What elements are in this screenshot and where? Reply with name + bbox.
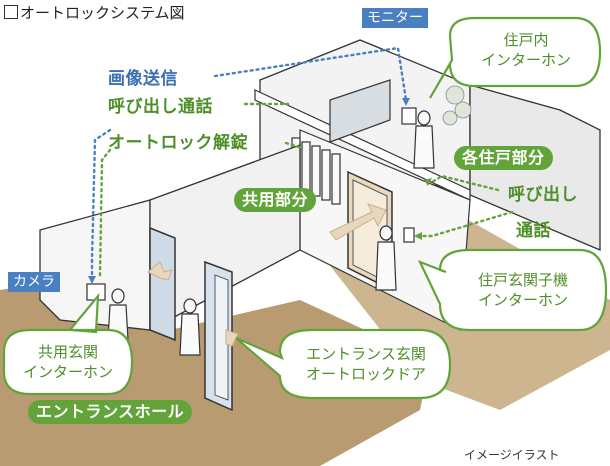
bubble-common-entrance-line2: インターホン (22, 363, 113, 381)
autolock-glass-doors (149, 226, 233, 412)
call-out-label-2: 通話 (516, 221, 551, 241)
image-transmit-label: 画像送信 (108, 69, 178, 89)
title-text: オートロックシステム図 (20, 4, 185, 22)
image-note: イメージイラスト (464, 448, 560, 462)
camera-tag: カメラ (8, 272, 60, 292)
bubble-unit-entrance-line2: インターホン (477, 291, 568, 309)
call-talk-label: 呼び出し通話 (108, 97, 213, 117)
green-signal-lines (98, 102, 514, 278)
bubble-unit-interphone: 住戸内 インターホン (456, 30, 596, 70)
plant (442, 85, 472, 126)
entrance-hall-tag: エントランスホール (28, 400, 193, 424)
unit-door-interphone (403, 227, 415, 243)
bubble-common-entrance-line1: 共用玄関 (37, 343, 98, 361)
common-part-tag: 共用部分 (234, 188, 317, 212)
bubble-unit-entrance-line1: 住戸玄関子機 (477, 271, 568, 289)
bubble-autolock-door-line2: オートロックドア (305, 365, 426, 383)
each-unit-part-tag: 各住戸部分 (454, 146, 553, 170)
bubble-entrance-autolock-door: エントランス玄関 オートロックドア (288, 344, 444, 384)
autolock-unlock-label: オートロック解錠 (108, 133, 248, 153)
bubble-common-entrance-interphone: 共用玄関 インターホン (8, 342, 128, 382)
arrowheads (88, 98, 410, 284)
blue-signal-lines (90, 46, 408, 282)
bubble-unit-interphone-line1: 住戸内 (503, 31, 549, 49)
window (329, 79, 391, 143)
people (107, 110, 435, 356)
diagram-title: オートロックシステム図 (4, 2, 185, 23)
monitor-tag: モニター (362, 8, 428, 28)
speech-bubbles (2, 16, 608, 400)
motion-arrows (147, 203, 387, 347)
bubble-autolock-door-line1: エントランス玄関 (306, 345, 426, 363)
unit-indoor-monitor (401, 107, 417, 125)
call-out-label-1: 呼び出し (508, 185, 578, 205)
green-arrowheads (414, 178, 432, 240)
title-box-icon (4, 5, 18, 19)
bubble-unit-entrance-interphone: 住戸玄関子機 インターホン (446, 270, 600, 310)
bubble-unit-interphone-line2: インターホン (480, 51, 571, 69)
